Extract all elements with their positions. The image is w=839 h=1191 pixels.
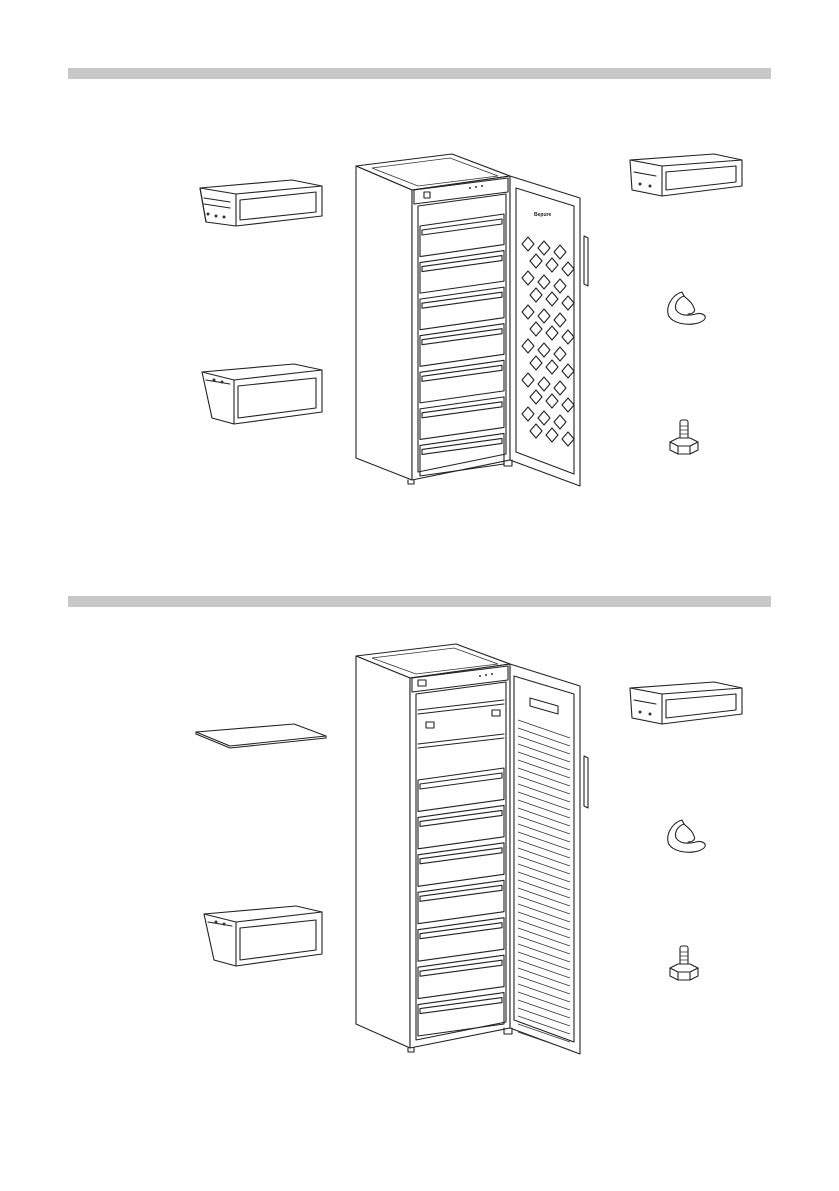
section-divider-top: [68, 68, 771, 79]
freezer-icon: Bepure: [352, 148, 600, 490]
leveling-foot-icon: [664, 944, 704, 986]
ice-scoop-icon: [664, 818, 714, 860]
ice-scoop-icon: [664, 290, 714, 332]
freezer-icon: [352, 640, 600, 1058]
drawer-icon: [196, 170, 326, 232]
drawer-icon: [196, 360, 326, 428]
shelf-icon: [194, 720, 330, 750]
drawer-icon: [626, 150, 746, 202]
drawer-icon: [198, 902, 328, 970]
brand-label: Bepure: [534, 212, 551, 218]
drawer-icon: [626, 678, 746, 730]
leveling-foot-icon: [664, 418, 704, 460]
section-divider-bottom: [68, 596, 771, 607]
